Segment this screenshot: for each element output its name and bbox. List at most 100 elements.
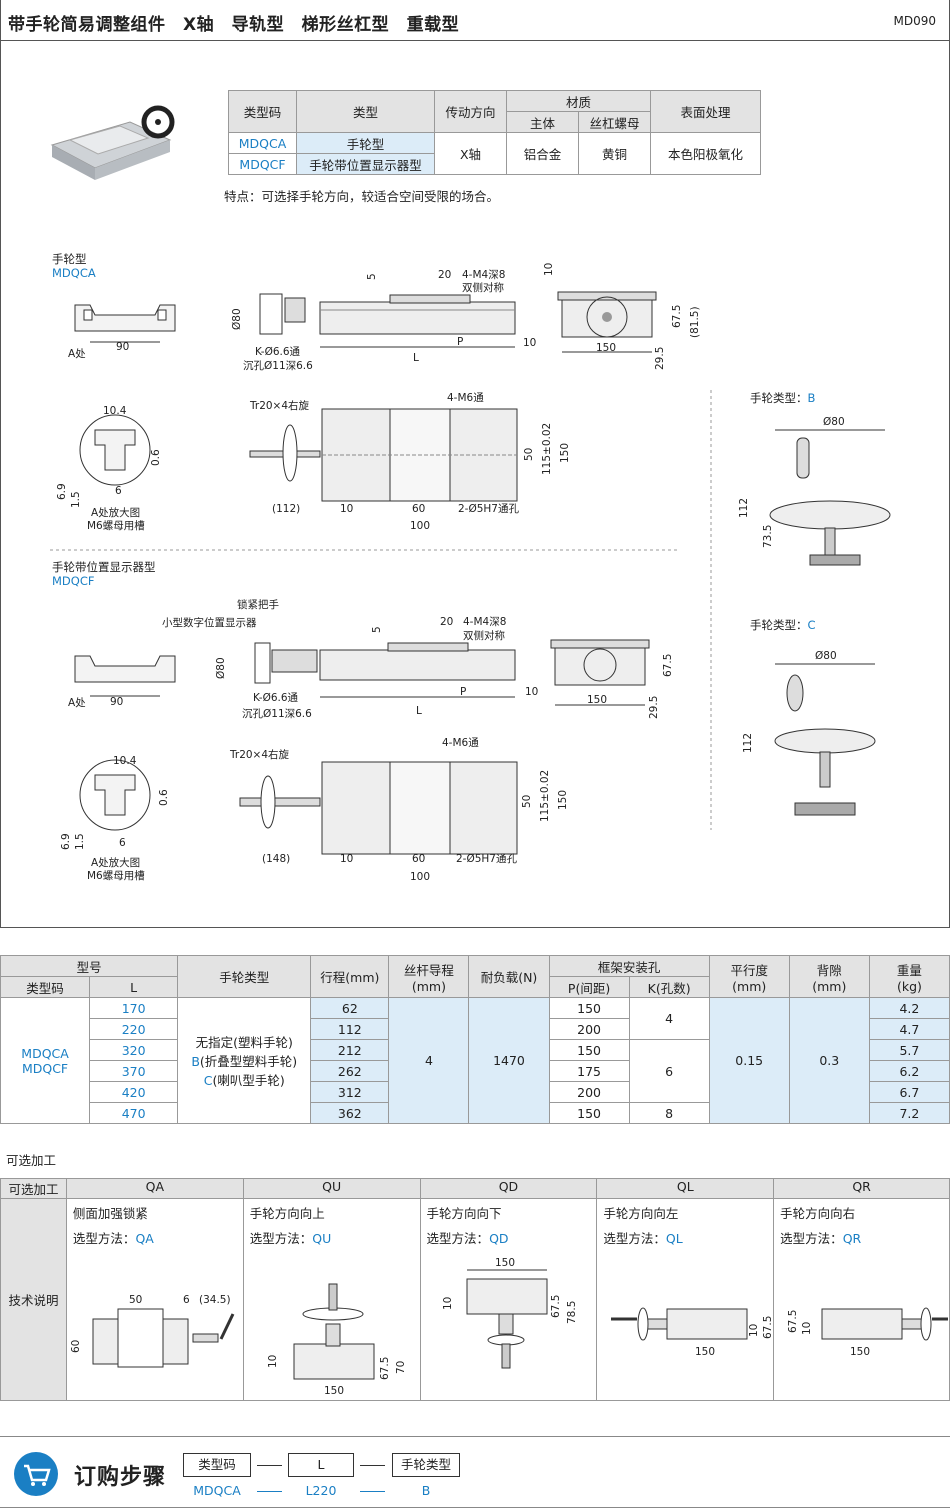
dim-104b: 10.4 (113, 755, 137, 767)
wheel-b-label: 手轮类型：B (750, 391, 815, 405)
mt-L: 420 (89, 1081, 179, 1103)
opt-qu-method: 选型方法：QU (250, 1228, 414, 1247)
mt-code2: MDQCF (21, 1060, 69, 1076)
drawing2-a-detail: 10.4 0.6 6.9 1.5 6 A处放大图 M6螺母用槽 (60, 755, 170, 882)
order-dash-val (360, 1491, 385, 1492)
opt-tech: 技术说明 (0, 1198, 67, 1401)
product-photo (50, 105, 175, 180)
dim-80: Ø80 (231, 308, 243, 330)
dim-10d: 10 (525, 686, 538, 698)
opt-ql-method-label: 选型方法： (603, 1231, 666, 1246)
spec-h-material: 材质 (506, 90, 651, 112)
dim-h5b: 2-Ø5H7通孔 (456, 852, 517, 865)
mt-stroke: 362 (310, 1102, 390, 1124)
opt-ql-d3: 150 (695, 1346, 715, 1358)
mt-h-back-unit: (mm) (812, 978, 847, 994)
dim-20b: 20 (440, 616, 453, 628)
dim-67b: 67.5 (662, 654, 674, 677)
mt-stroke: 62 (310, 997, 390, 1019)
opt-h-ql: QL (596, 1178, 775, 1199)
mt-wheel3-desc: (喇叭型手轮) (212, 1073, 285, 1088)
opt-qu-method-code: QU (312, 1231, 332, 1246)
opt-qu-d3: 70 (395, 1361, 407, 1374)
section-divider-v (710, 390, 712, 830)
mt-P: 200 (548, 1081, 630, 1103)
mt-K: 8 (628, 1102, 710, 1124)
dim-80b: Ø80 (215, 657, 227, 679)
mt-h-back-label: 背隙 (816, 962, 842, 978)
mt-h-typecode: 类型码 (0, 976, 91, 998)
mt-P: 150 (548, 1039, 630, 1061)
drawing1-code: MDQCA (52, 266, 96, 280)
dim-50b: 50 (521, 795, 533, 808)
drawing1-label: 手轮型 MDQCA (52, 252, 96, 280)
opt-qa-d3: (34.5) (199, 1294, 231, 1306)
drawing1-title: 手轮型 (52, 252, 87, 266)
header-divider (0, 40, 950, 41)
mt-par: 0.15 (708, 997, 790, 1124)
mt-L: 320 (89, 1039, 179, 1061)
drawing2-front-view: 150 67.5 29.5 (550, 639, 674, 719)
opt-qr-drawing: 67.5 10 150 (787, 1307, 949, 1358)
drawing2-label: 手轮带位置显示器型 MDQCF (52, 560, 156, 588)
spec-h-nut: 丝杠螺母 (578, 111, 651, 133)
section-divider-h (50, 549, 680, 551)
order-dash (360, 1465, 385, 1466)
spec-drive-cell: X轴 (434, 132, 507, 175)
dim-amagb: A处放大图 (91, 856, 140, 869)
opt-qa-method: 选型方法：QA (73, 1228, 237, 1247)
drawing2-end-view: 90 A处 (68, 655, 176, 709)
opt-qr-cell: 手轮方向向右 选型方法：QR 67.5 10 150 (773, 1198, 950, 1401)
order-box-wheel: 手轮类型 (392, 1453, 460, 1477)
opt-qa-cell: 侧面加强锁紧 选型方法：QA 50 6 (34.5) 60 (65, 1198, 244, 1401)
dim-90: 90 (116, 341, 129, 353)
opt-qr-desc: 手轮方向向右 (780, 1206, 856, 1221)
dim-112: 112 (738, 498, 750, 518)
page-code: MD090 (893, 14, 937, 28)
opt-qd-d3: 67.5 (550, 1295, 562, 1318)
dim-112b: 112 (742, 733, 754, 753)
opt-qu-d2: 67.5 (379, 1357, 391, 1380)
mt-h-par-label: 平行度 (730, 962, 768, 978)
opt-h-qa: QA (65, 1178, 244, 1199)
mt-P: 150 (548, 1102, 630, 1124)
opt-qd-d2: 10 (442, 1297, 454, 1310)
dim-10e: 10 (340, 853, 353, 865)
mt-h-wt: 重量(kg) (868, 955, 950, 998)
dim-112p: (112) (272, 503, 300, 515)
opt-qa-d2: 6 (183, 1294, 190, 1306)
dim-10c: 10 (340, 503, 353, 515)
drawing2-title: 手轮带位置显示器型 (52, 560, 156, 574)
opt-qr-d3: 150 (850, 1346, 870, 1358)
drawing2-top-view: Tr20×4右旋 4-M6通 50 115±0.02 150 (148) 10 … (229, 737, 569, 883)
mt-h-load: 耐负载(N) (468, 955, 550, 998)
dim-10b: 10 (523, 337, 536, 349)
dim-06: 0.6 (150, 449, 162, 466)
mt-wheel-cell: 无指定(塑料手轮) B(折叠型塑料手轮) C(喇叭型手轮) (177, 997, 312, 1124)
mt-stroke: 112 (310, 1018, 390, 1040)
opt-qr-d1: 67.5 (787, 1310, 799, 1333)
dim-10: 10 (543, 263, 555, 276)
opt-qd-method-code: QD (489, 1231, 509, 1246)
mt-wheel2-desc: (折叠型塑料手轮) (199, 1054, 298, 1069)
mt-L: 220 (89, 1018, 179, 1040)
mt-h-lead-unit: (mm) (411, 978, 446, 994)
spec-type-cell: 手轮型 (296, 132, 435, 154)
spec-code-cell: MDQCF (228, 153, 297, 175)
mt-h-wheel: 手轮类型 (177, 955, 312, 998)
dim-lock: 锁紧把手 (237, 598, 279, 611)
opt-ql-d2: 67.5 (762, 1316, 774, 1339)
dim-Pb: P (460, 686, 466, 698)
dim-h5: 2-Ø5H7通孔 (458, 502, 519, 515)
opt-qu-desc: 手轮方向向上 (249, 1206, 325, 1221)
dim-115: 115±0.02 (541, 423, 553, 475)
mt-wt: 5.7 (868, 1039, 950, 1061)
spec-h-drive: 传动方向 (434, 90, 507, 133)
mt-wt: 4.2 (868, 997, 950, 1019)
mt-lead: 4 (388, 997, 470, 1124)
dim-735: 73.5 (762, 525, 774, 548)
mt-h-wt-unit: (kg) (896, 978, 922, 994)
mt-h-par-unit: (mm) (732, 978, 767, 994)
dim-80c: Ø80 (823, 416, 845, 428)
